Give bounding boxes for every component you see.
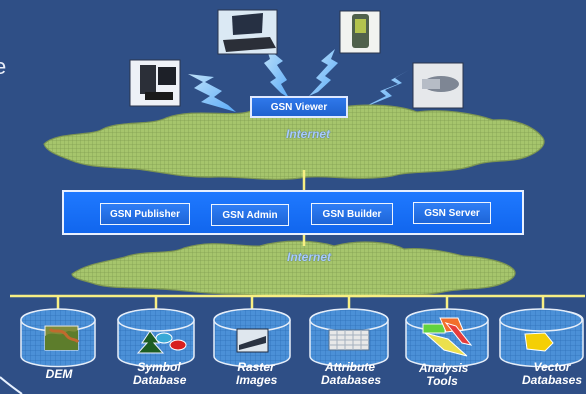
upper-internet-cloud — [43, 104, 545, 180]
handheld-device-image — [339, 10, 381, 54]
attribute-cylinder — [309, 308, 389, 368]
analysis-tools-label: Analysis Tools — [419, 361, 469, 388]
desktop-computer-image — [129, 59, 181, 107]
gsn-server-button: GSN Server — [413, 202, 491, 224]
database-cylinders — [20, 308, 584, 368]
mobile-device-image — [412, 62, 464, 109]
raster-images-label: Raster Images — [236, 360, 278, 387]
dem-label: DEM — [45, 367, 73, 381]
gsn-builder-button: GSN Builder — [311, 203, 393, 225]
lower-internet-label: Internet — [287, 250, 332, 264]
partial-side-text: e — [0, 54, 7, 79]
gsn-services-bar: GSN Publisher GSN Admin GSN Builder GSN … — [62, 190, 524, 235]
lower-internet-cloud — [71, 240, 516, 298]
symbol-database-icon — [136, 330, 187, 354]
upper-internet-label: Internet — [286, 127, 331, 141]
gsn-viewer-box: GSN Viewer — [250, 96, 348, 118]
attribute-databases-label: Attribute Databases — [321, 360, 382, 387]
raster-image-icon — [236, 328, 269, 353]
gsn-publisher-button: GSN Publisher — [100, 203, 190, 225]
gsn-admin-button: GSN Admin — [211, 204, 289, 226]
attribute-table-icon — [328, 329, 370, 351]
dem-map-icon — [44, 325, 80, 351]
vector-shape-icon — [524, 332, 554, 352]
vector-databases-label: Vector Databases — [521, 360, 583, 387]
wireless-signals — [188, 47, 409, 112]
laptop-image — [217, 9, 278, 55]
symbol-database-label: Symbol Database — [133, 360, 187, 387]
analysis-tools-icon — [422, 317, 473, 357]
